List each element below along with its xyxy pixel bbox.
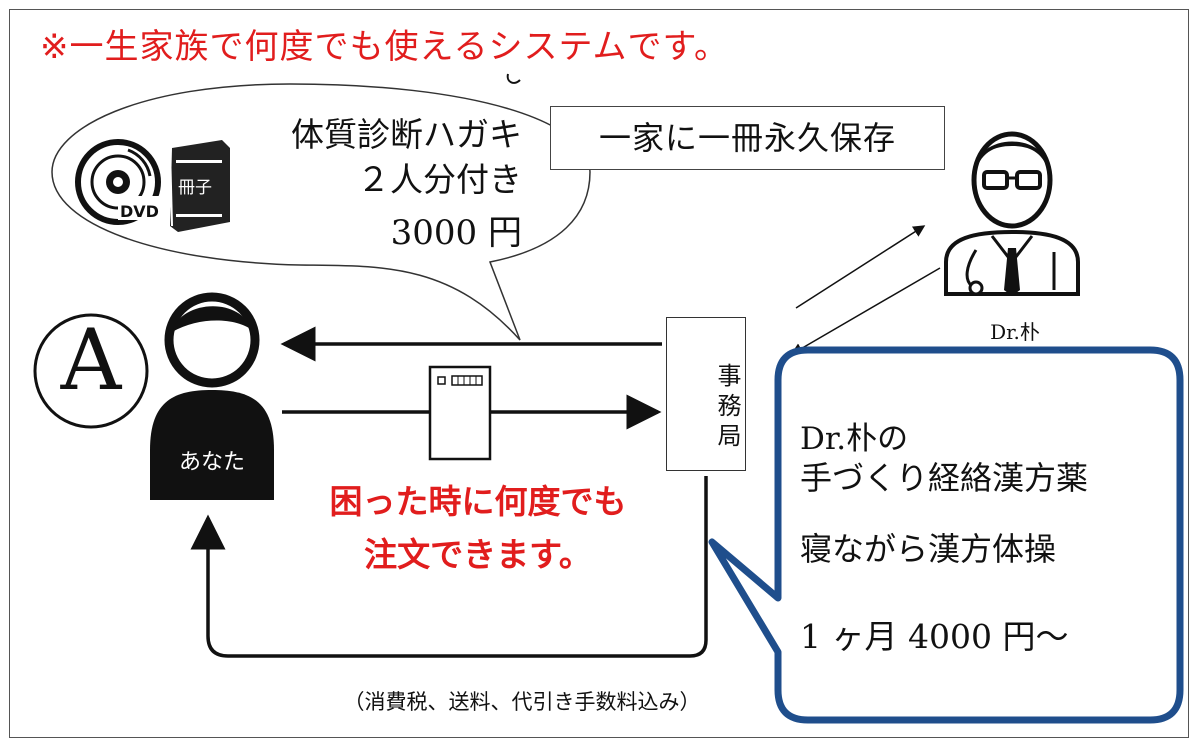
doctor-label: Dr.朴 (990, 320, 1040, 344)
return-loop-arrow (190, 476, 708, 658)
marker-circle (33, 313, 149, 429)
office-box: 事務局 (666, 317, 746, 471)
office-label: 事務局 (713, 363, 741, 453)
order-note-line-1: 困った時に何度でも (329, 482, 627, 521)
arrow-to-doctor (795, 225, 926, 309)
bubble-price: 3000 円 (390, 213, 522, 253)
dvd-label: DVD (120, 202, 159, 221)
postcard-icon (428, 365, 492, 461)
bubble-line-1: 体質診断ハガキ (291, 115, 522, 154)
person-label: あなた (178, 450, 245, 475)
product-line-1: Dr.朴の (800, 421, 909, 457)
outer-frame (9, 9, 1189, 738)
dvd-icon (75, 139, 164, 225)
person-icon (150, 292, 274, 500)
booklet-label: 冊子 (178, 178, 212, 198)
product-line-2: 手づくり経絡漢方薬 (800, 459, 1089, 497)
arrow-from-doctor (790, 267, 941, 355)
tax-note: （消費税、送料、代引き手数料込み） (343, 690, 701, 714)
headline: ※一生家族で何度でも使えるシステムです。 (40, 27, 730, 67)
bubble-line-2: ２人分付き (357, 160, 522, 199)
product-callout-box (708, 346, 1184, 724)
book-icon (169, 140, 230, 232)
order-note-line-2: 注文できます。 (364, 535, 592, 574)
product-line-3: 寝ながら漢方体操 (800, 530, 1057, 568)
scribble-mark (506, 73, 521, 84)
product-price: 1 ヶ月 4000 円～ (800, 617, 1069, 656)
storage-note: 一家に一冊永久保存 (550, 106, 945, 170)
doctor-icon (944, 131, 1080, 296)
marker-letter: A (60, 311, 122, 409)
